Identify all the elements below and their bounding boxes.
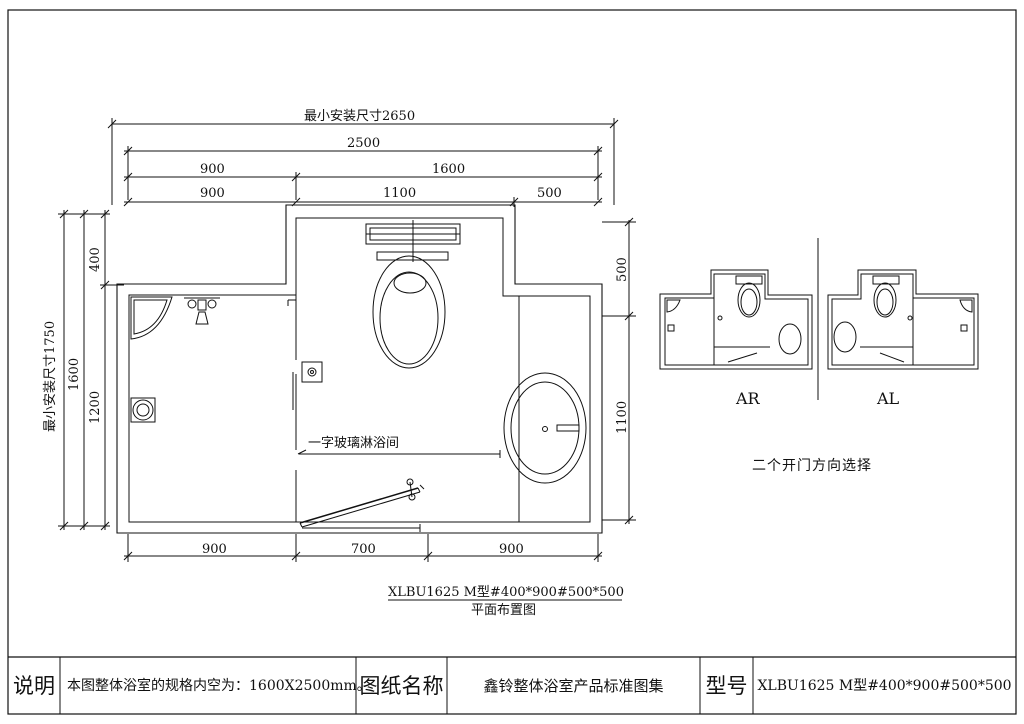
dim-label-top-1600: 1600 bbox=[432, 162, 466, 177]
dim-label-bottom-900-left: 900 bbox=[202, 542, 227, 557]
variant-al-plan bbox=[827, 269, 979, 370]
shower-door bbox=[299, 487, 419, 524]
title-block-drawing-name-head: 图纸名称 bbox=[359, 674, 444, 698]
dim-label-total-width: 2500 bbox=[347, 136, 381, 151]
dim-label-min-install-height: 最小安装尺寸1750 bbox=[43, 320, 58, 432]
dim-label-left-400: 400 bbox=[88, 247, 103, 272]
variant-al-label: AL bbox=[877, 389, 900, 408]
dim-label-row3-500: 500 bbox=[537, 186, 562, 201]
floor-drain bbox=[130, 397, 156, 423]
plan-model-title: XLBU1625 M型#400*900#500*500 bbox=[388, 585, 624, 600]
dim-label-min-install-width: 最小安装尺寸2650 bbox=[304, 109, 416, 124]
dim-label-row3-1100: 1100 bbox=[383, 186, 417, 201]
variant-ar-label: AR bbox=[736, 389, 760, 408]
dim-label-right-1100: 1100 bbox=[615, 400, 630, 434]
title-block-desc-head: 说明 bbox=[13, 674, 55, 698]
toilet bbox=[365, 220, 461, 369]
room-outer-wall bbox=[116, 204, 603, 534]
dim-label-top-900: 900 bbox=[200, 162, 225, 177]
variant-ar-plan bbox=[659, 269, 813, 370]
dim-label-left-1200: 1200 bbox=[88, 390, 103, 424]
title-block-drawing-name: 鑫铃整体浴室产品标准图集 bbox=[483, 676, 664, 695]
wall-outlet bbox=[301, 361, 323, 383]
corner-shelf bbox=[130, 296, 173, 340]
dim-label-bottom-700: 700 bbox=[351, 542, 376, 557]
shower-faucet bbox=[184, 297, 220, 325]
sheet-border bbox=[7, 9, 1017, 715]
wash-basin bbox=[503, 372, 587, 484]
shower-room-label: 一字玻璃淋浴间 bbox=[308, 436, 400, 451]
dim-label-bottom-900-right: 900 bbox=[499, 542, 524, 557]
plan-caption: 平面布置图 bbox=[471, 603, 537, 618]
title-block-model-value: XLBU1625 M型#400*900#500*500 bbox=[757, 678, 1012, 694]
title-block-desc-text: 本图整体浴室的规格内空为：1600X2500mm。 bbox=[67, 678, 371, 694]
dim-label-right-500: 500 bbox=[615, 257, 630, 282]
room-inner-wall bbox=[128, 217, 591, 523]
variants-caption: 二个开门方向选择 bbox=[752, 458, 872, 474]
title-block-model-head: 型号 bbox=[705, 674, 748, 698]
dim-label-row3-900: 900 bbox=[200, 186, 225, 201]
dim-label-left-1600: 1600 bbox=[67, 357, 82, 391]
